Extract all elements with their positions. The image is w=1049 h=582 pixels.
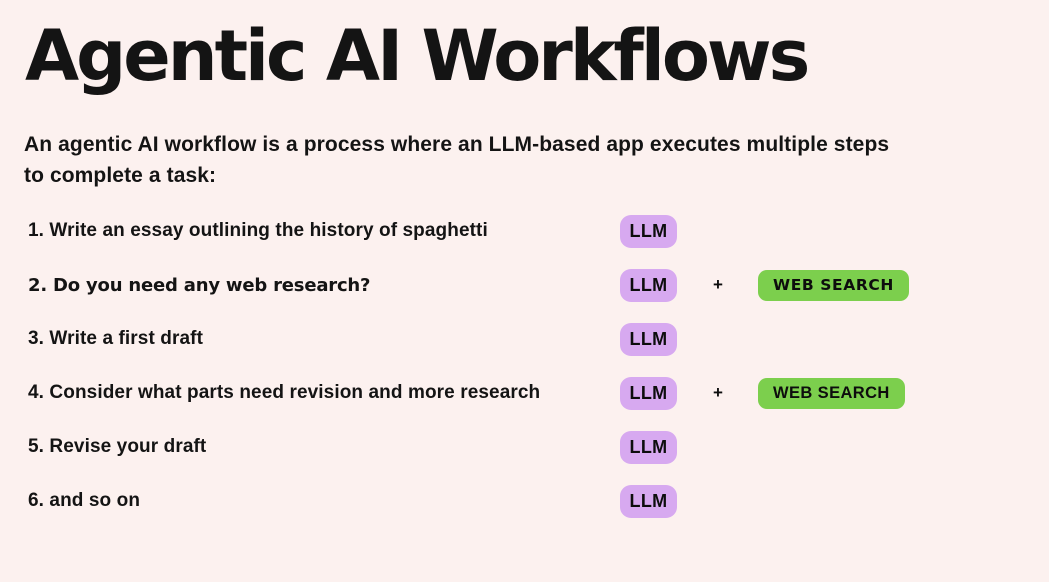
llm-badge: LLM: [620, 268, 677, 302]
plus-symbol: +: [713, 275, 723, 294]
subtitle-line-1: An agentic AI workflow is a process wher…: [24, 133, 890, 156]
workflow-steps-list: 1. Write an essay outlining the history …: [0, 204, 1049, 528]
workflow-step-row: 5. Revise your draft LLM + WEB SEARCH: [0, 420, 1049, 474]
workflow-step-row: 1. Write an essay outlining the history …: [0, 204, 1049, 258]
workflow-step-row: 3. Write a first draft LLM + WEB SEARCH: [0, 312, 1049, 366]
page-title: Agentic AI Workflows: [25, 15, 810, 97]
subtitle-line-2: to complete a task:: [24, 164, 217, 187]
llm-badge: LLM: [620, 322, 677, 356]
web-search-badge: WEB SEARCH: [758, 269, 909, 301]
step-label: 1. Write an essay outlining the history …: [28, 220, 488, 241]
workflow-step-row: 4. Consider what parts need revision and…: [0, 366, 1049, 420]
step-label: 6. and so on: [28, 490, 141, 511]
llm-badge: LLM: [620, 376, 677, 410]
step-label: 2. Do you need any web research?: [28, 274, 371, 296]
slide-subtitle: An agentic AI workflow is a process wher…: [24, 129, 889, 191]
workflow-step-row: 6. and so on LLM + WEB SEARCH: [0, 474, 1049, 528]
workflow-step-row: 2. Do you need any web research? LLM + W…: [0, 258, 1049, 312]
step-label: 3. Write a first draft: [28, 328, 203, 349]
llm-badge: LLM: [620, 484, 677, 518]
plus-symbol: +: [713, 383, 723, 402]
web-search-badge: WEB SEARCH: [758, 377, 905, 409]
llm-badge: LLM: [620, 214, 677, 248]
step-label: 5. Revise your draft: [28, 436, 207, 457]
step-label: 4. Consider what parts need revision and…: [28, 382, 541, 403]
llm-badge: LLM: [620, 430, 677, 464]
